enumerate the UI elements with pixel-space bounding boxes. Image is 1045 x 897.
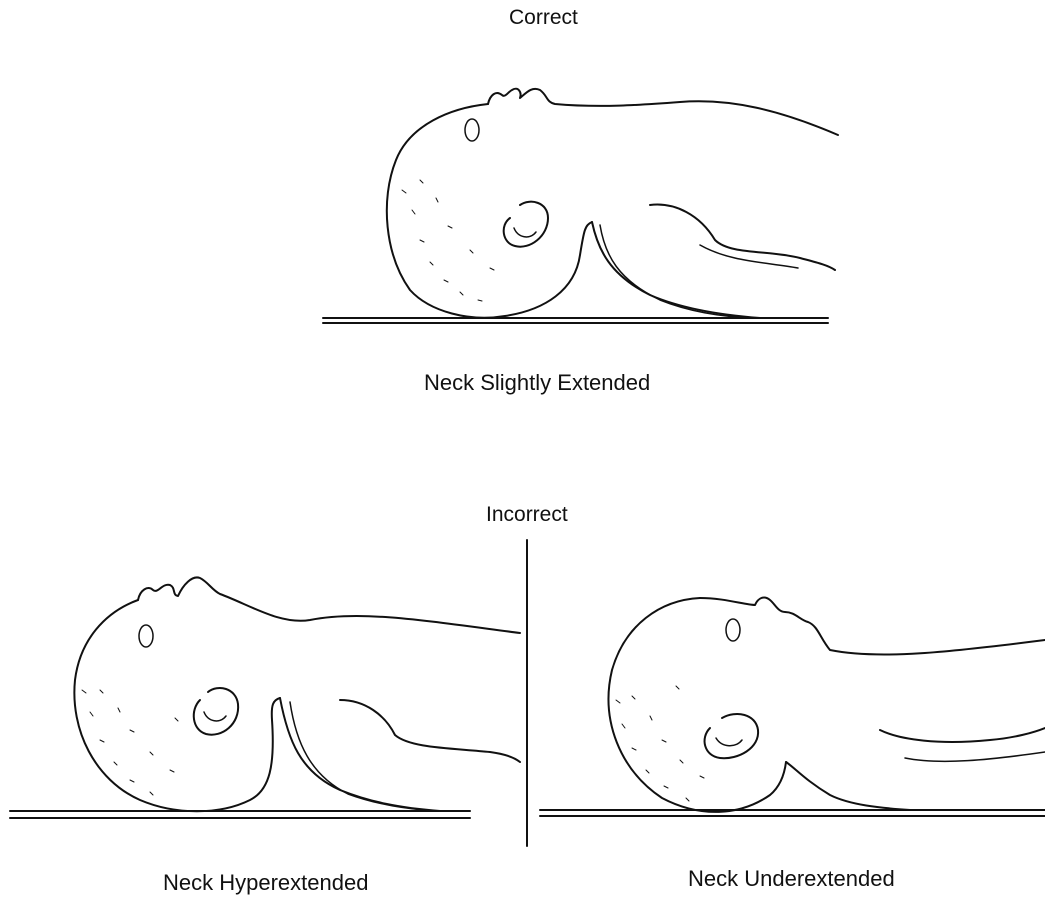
back-outline bbox=[786, 762, 910, 810]
hair-stipple bbox=[82, 690, 178, 795]
ear bbox=[194, 688, 238, 735]
hair-stipple bbox=[616, 686, 704, 801]
eye bbox=[465, 119, 479, 141]
ear bbox=[705, 714, 759, 758]
section-heading-incorrect: Incorrect bbox=[486, 503, 568, 527]
ear-inner bbox=[514, 228, 536, 237]
ear bbox=[504, 202, 548, 247]
caption-neck-slightly-extended: Neck Slightly Extended bbox=[424, 370, 650, 396]
back-outline bbox=[280, 698, 440, 811]
head-outline bbox=[74, 600, 280, 811]
hair-stipple bbox=[402, 180, 494, 301]
caption-neck-hyperextended: Neck Hyperextended bbox=[163, 870, 368, 896]
arm-outline-lower bbox=[700, 245, 798, 268]
face-profile bbox=[138, 577, 520, 633]
infant-figure-neck-slightly-extended bbox=[323, 89, 838, 323]
eye bbox=[139, 625, 153, 647]
arm-outline bbox=[880, 728, 1045, 742]
infant-figure-neck-hyperextended bbox=[10, 577, 520, 818]
arm-outline bbox=[340, 700, 520, 762]
caption-neck-underextended: Neck Underextended bbox=[688, 866, 895, 892]
eye bbox=[726, 619, 740, 641]
head-outline bbox=[609, 598, 786, 812]
face-profile bbox=[488, 89, 838, 135]
back-outline bbox=[592, 222, 760, 318]
face-profile bbox=[700, 598, 1045, 655]
head-outline bbox=[387, 104, 592, 318]
section-heading-correct: Correct bbox=[509, 6, 578, 30]
arm-outline-lower bbox=[905, 752, 1045, 761]
ear-inner bbox=[204, 712, 226, 721]
back-outline-inner bbox=[290, 702, 436, 811]
ear-inner bbox=[716, 738, 742, 746]
infant-figure-neck-underextended bbox=[540, 598, 1045, 816]
